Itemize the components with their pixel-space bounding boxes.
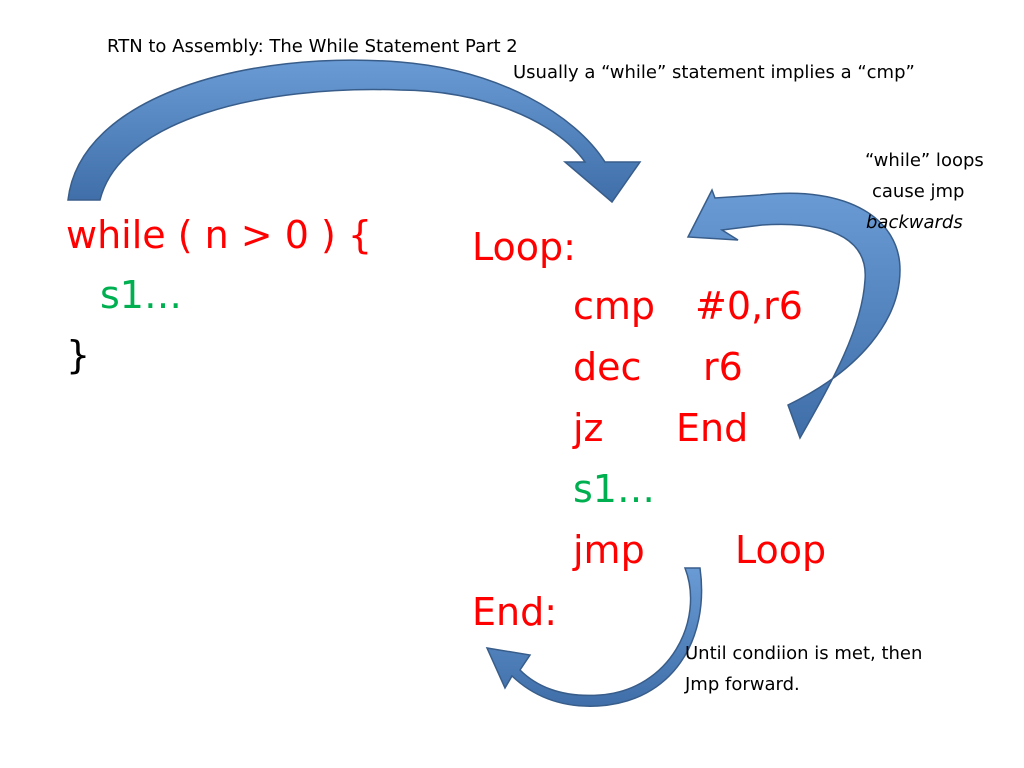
asm-cmp-arg: #0,r6 bbox=[695, 284, 803, 328]
slide-subtitle: Usually a “while” statement implies a “c… bbox=[513, 62, 915, 83]
asm-jmp-arg: Loop bbox=[735, 528, 827, 572]
slide-title: RTN to Assembly: The While Statement Par… bbox=[107, 36, 518, 57]
note-backwards-line3: backwards bbox=[866, 212, 963, 233]
curved-arrow-icon bbox=[686, 188, 901, 440]
asm-dec-arg: r6 bbox=[703, 345, 743, 389]
asm-body: s1… bbox=[573, 467, 655, 511]
asm-jz-arg: End bbox=[676, 406, 749, 450]
c-close-brace: } bbox=[66, 333, 91, 377]
asm-jmp-op: jmp bbox=[573, 528, 645, 572]
curved-arrow-icon bbox=[67, 59, 642, 204]
asm-label-end: End: bbox=[472, 590, 558, 634]
c-body-line: s1… bbox=[100, 273, 182, 317]
asm-dec-op: dec bbox=[573, 345, 642, 389]
note-backwards-line2: cause jmp bbox=[872, 181, 965, 202]
asm-label-loop: Loop: bbox=[472, 225, 576, 269]
note-forward-line2: Jmp forward. bbox=[685, 674, 800, 695]
note-forward-line1: Until condiion is met, then bbox=[685, 643, 923, 664]
asm-jz-op: jz bbox=[573, 406, 604, 450]
note-backwards-line1: “while” loops bbox=[865, 150, 984, 171]
asm-cmp-op: cmp bbox=[573, 284, 656, 328]
c-while-line: while ( n > 0 ) { bbox=[66, 213, 373, 257]
curved-arrow-icon bbox=[485, 567, 703, 707]
